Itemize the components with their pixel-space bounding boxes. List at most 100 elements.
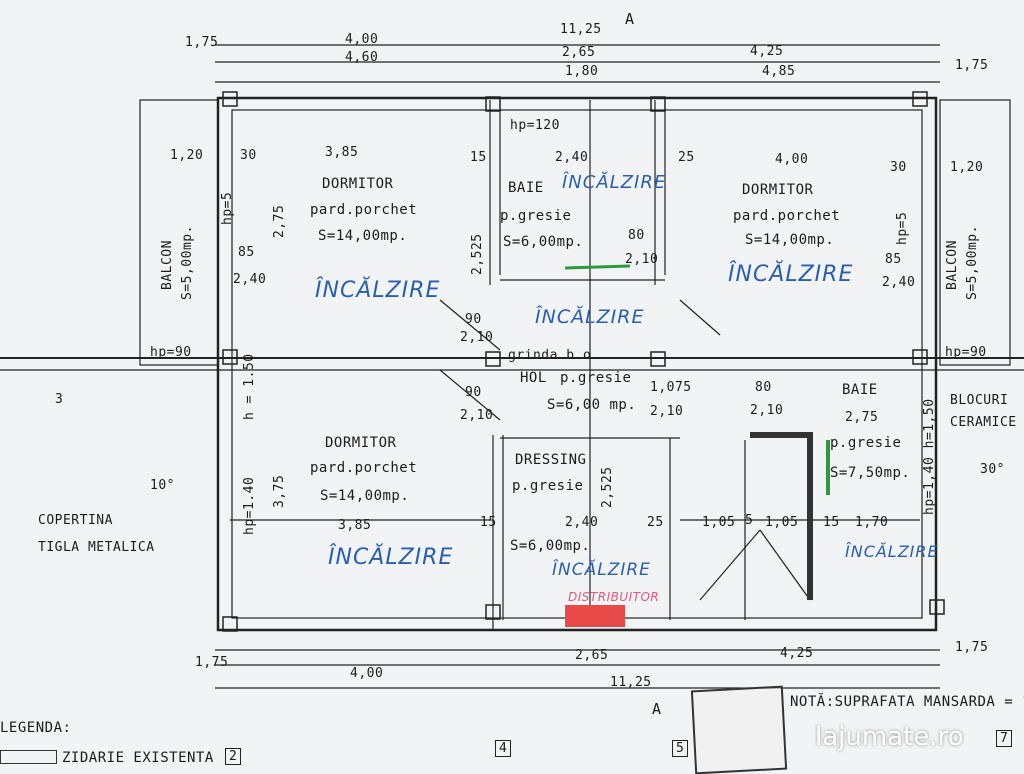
- dim: 15: [480, 515, 497, 530]
- room-area: S=7,50mp.: [830, 465, 911, 481]
- window-label: h = 1.50: [242, 353, 257, 420]
- dim: 1,075: [650, 380, 692, 395]
- room-name: BAIE: [508, 180, 544, 196]
- room-area: S=6,00mp.: [503, 234, 584, 250]
- dim: 2,40: [233, 272, 267, 287]
- dim: 2,75: [272, 204, 287, 238]
- room-floor: p.gresie: [830, 435, 902, 451]
- legend-number: 2: [225, 748, 242, 765]
- dim: 30: [890, 160, 907, 175]
- room-floor: p.gresie: [560, 370, 632, 386]
- dim: 1,75: [185, 35, 219, 50]
- legend-item: ZIDARIE EXISTENTA: [62, 750, 214, 766]
- dim: 1,20: [950, 160, 984, 175]
- dim: 2,525: [600, 466, 615, 508]
- dim: 1,80: [565, 64, 599, 79]
- room-name: BAIE: [842, 382, 878, 398]
- hp-label: hp=90: [150, 345, 192, 360]
- angle-right: 30°: [980, 462, 1005, 477]
- dim: 2,40: [555, 150, 589, 165]
- beam-label: grinda b.o.: [508, 348, 600, 363]
- dim: 4,00: [345, 32, 379, 47]
- dim: 3,85: [338, 518, 372, 533]
- balcony-left-area: S=5,00mp.: [180, 225, 195, 300]
- room-name: HOL: [520, 370, 547, 386]
- roof-label: COPERTINA: [38, 513, 113, 528]
- dim: 11,25: [610, 675, 652, 690]
- heating-note: ÎNCĂLZIRE: [562, 172, 667, 193]
- dim: 80: [628, 228, 645, 243]
- dim: 85: [885, 252, 902, 267]
- angle-left: 10°: [150, 478, 175, 493]
- dim: 25: [678, 150, 695, 165]
- dim: 2,10: [750, 403, 784, 418]
- dim: 1,75: [955, 640, 989, 655]
- room-name: DORMITOR: [322, 176, 394, 192]
- window-label: hp=1.40: [242, 476, 257, 535]
- dim: 2,10: [460, 330, 494, 345]
- dim: 2,10: [625, 252, 659, 267]
- room-name: DORMITOR: [325, 435, 397, 451]
- room-area: S=14,00mp.: [745, 232, 835, 248]
- legend-title: LEGENDA:: [0, 720, 72, 736]
- room-area: S=14,00mp.: [320, 488, 410, 504]
- heating-note: ÎNCĂLZIRE: [845, 542, 939, 561]
- hp-label: hp=90: [945, 345, 987, 360]
- heating-note: ÎNCĂLZIRE: [552, 560, 651, 580]
- room-floor: p.gresie: [500, 208, 572, 224]
- approval-stamp: [690, 685, 788, 774]
- legend-swatch: [0, 750, 57, 764]
- room-floor: p.gresie: [512, 478, 584, 494]
- axis-marker: 3: [55, 392, 64, 407]
- dim: 15: [470, 150, 487, 165]
- dim: 1,05: [702, 515, 736, 530]
- blocks-label: CERAMICE: [950, 415, 1017, 430]
- room-area: S=14,00mp.: [318, 228, 408, 244]
- heating-note: ÎNCĂLZIRE: [328, 545, 454, 570]
- axis-marker: 5: [672, 740, 689, 757]
- section-marker: A: [652, 700, 662, 718]
- room-area: S=6,00mp.: [510, 538, 591, 554]
- dim: 2,75: [845, 410, 879, 425]
- balcony-left-label: BALCON: [160, 240, 175, 290]
- axis-marker: 4: [495, 740, 512, 757]
- dim: 1,75: [955, 58, 989, 73]
- dim: 1,05: [765, 515, 799, 530]
- dim: 4,25: [750, 44, 784, 59]
- blocks-label: BLOCURI: [950, 393, 1009, 408]
- dim: 2,10: [650, 404, 684, 419]
- room-floor: pard.porchet: [733, 208, 841, 224]
- dim: 4,85: [762, 64, 796, 79]
- hp-label: hp=120: [510, 118, 560, 133]
- dim: 1,20: [170, 148, 204, 163]
- axis-marker: 7: [996, 730, 1013, 747]
- watermark-logo: lajumate.ro: [815, 722, 964, 752]
- hp-label: hp=5: [895, 211, 910, 245]
- dim: 1,70: [855, 515, 889, 530]
- dim: 2,40: [565, 515, 599, 530]
- hp-label: hp=5: [220, 191, 235, 225]
- dim: 2,65: [562, 45, 596, 60]
- room-floor: pard.porchet: [310, 202, 418, 218]
- balcony-right-label: BALCON: [945, 240, 960, 290]
- room-name: DRESSING: [515, 452, 587, 468]
- dim: 2,525: [470, 233, 485, 275]
- balcony-right-area: S=5,00mp.: [965, 225, 980, 300]
- dim: 4,00: [350, 666, 384, 681]
- window-label: hp=1,40 h=1,50: [922, 398, 937, 515]
- dim: 2,10: [460, 408, 494, 423]
- dim: 4,00: [775, 152, 809, 167]
- dim: 4,60: [345, 50, 379, 65]
- dim: 25: [647, 515, 664, 530]
- room-floor: pard.porchet: [310, 460, 418, 476]
- area-note: NOTĂ:SUPRAFATA MANSARDA = 1c: [790, 694, 1024, 710]
- dim: 80: [755, 380, 772, 395]
- distributor-note: DISTRIBUITOR: [568, 590, 660, 604]
- heating-note: ÎNCĂLZIRE: [315, 278, 441, 303]
- dim: 90: [465, 385, 482, 400]
- dim: 3,85: [325, 145, 359, 160]
- dim: 2,65: [575, 648, 609, 663]
- dim: 15: [823, 515, 840, 530]
- room-name: DORMITOR: [742, 182, 814, 198]
